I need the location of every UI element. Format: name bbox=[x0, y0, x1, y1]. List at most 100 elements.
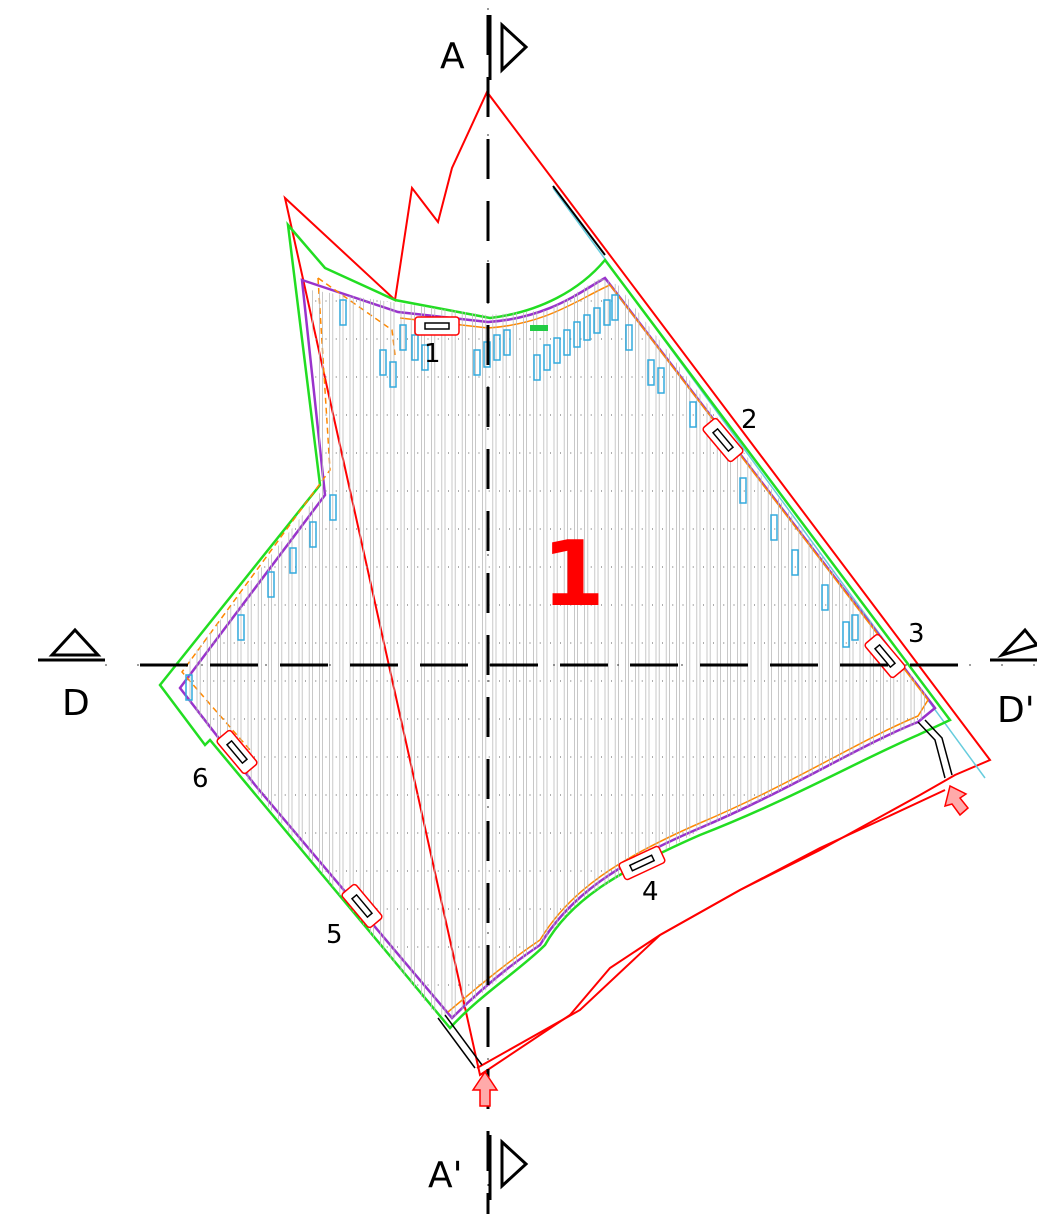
panel-row-marker bbox=[754, 300, 755, 302]
panel-row-marker bbox=[938, 680, 939, 682]
panel-row-marker bbox=[856, 642, 857, 644]
panel-row-marker bbox=[611, 832, 612, 834]
panel-row-marker bbox=[672, 984, 674, 986]
panel-row-marker bbox=[417, 566, 419, 568]
panel-row-marker bbox=[886, 376, 888, 378]
panel-row-marker bbox=[274, 566, 276, 568]
panel-row-marker bbox=[845, 718, 847, 720]
panel-row-marker bbox=[550, 528, 551, 530]
adjacent-line-black bbox=[552, 185, 606, 256]
panel-row-marker bbox=[733, 414, 735, 416]
panel-row-marker bbox=[376, 452, 378, 454]
panel-row-marker bbox=[856, 376, 857, 378]
panel-row-marker bbox=[815, 452, 816, 454]
panel-row-marker bbox=[876, 338, 878, 340]
panel-row-marker bbox=[805, 946, 806, 948]
panel-row-marker bbox=[213, 414, 215, 416]
panel-row-marker bbox=[631, 490, 633, 492]
panel-row bbox=[811, 279, 820, 1020]
panel-row-marker bbox=[397, 338, 398, 340]
panel-row-marker bbox=[529, 452, 531, 454]
panel-row-marker bbox=[794, 984, 796, 986]
panel-row-marker bbox=[529, 908, 531, 910]
panel-row-marker bbox=[723, 908, 725, 910]
panel-row-marker bbox=[601, 946, 602, 948]
panel-row-marker bbox=[478, 984, 480, 986]
panel-row-marker bbox=[733, 528, 735, 530]
panel-row-marker bbox=[825, 300, 827, 302]
panel-row-marker bbox=[295, 642, 296, 644]
panel-row-marker bbox=[896, 490, 898, 492]
panel-row-marker bbox=[560, 528, 561, 530]
panel-row-marker bbox=[682, 984, 684, 986]
panel-row-marker bbox=[590, 642, 592, 644]
panel-row-marker bbox=[366, 984, 368, 986]
panel-row-marker bbox=[244, 680, 245, 682]
panel-row-marker bbox=[509, 832, 510, 834]
panel-row-marker bbox=[560, 452, 561, 454]
panel-row-marker bbox=[621, 680, 623, 682]
panel-row-marker bbox=[601, 756, 602, 758]
panel-row-marker bbox=[519, 870, 521, 872]
panel-row-marker bbox=[927, 1022, 928, 1024]
panel-row-marker bbox=[794, 870, 796, 872]
panel-row-marker bbox=[295, 832, 296, 834]
panel-row-marker bbox=[356, 1022, 357, 1024]
panel-row-marker bbox=[233, 832, 235, 834]
panel-row-marker bbox=[550, 794, 551, 796]
panel-row-marker bbox=[233, 946, 235, 948]
panel-row-marker bbox=[590, 946, 592, 948]
panel-row-marker bbox=[335, 338, 337, 340]
panel-row-marker bbox=[601, 1022, 602, 1024]
panel-row-marker bbox=[254, 870, 255, 872]
panel-row-marker bbox=[733, 984, 735, 986]
panel-row-marker bbox=[733, 756, 735, 758]
panel-row-marker bbox=[448, 604, 449, 606]
panel-row-marker bbox=[448, 300, 449, 302]
panel-row-marker bbox=[499, 566, 500, 568]
panel-row-marker bbox=[458, 452, 459, 454]
panel-row-marker bbox=[886, 794, 888, 796]
panel-row-marker bbox=[641, 908, 643, 910]
panel-row-marker bbox=[488, 490, 490, 492]
panel-row-marker bbox=[417, 832, 419, 834]
panel-row-marker bbox=[825, 338, 827, 340]
panel-row-marker bbox=[560, 984, 561, 986]
panel-row-marker bbox=[417, 984, 419, 986]
panel-row-marker bbox=[284, 604, 286, 606]
panel-row-marker bbox=[590, 832, 592, 834]
panel-row-marker bbox=[315, 1022, 316, 1024]
panel-row-marker bbox=[254, 680, 255, 682]
panel-row-marker bbox=[815, 756, 816, 758]
panel-row-marker bbox=[427, 528, 429, 530]
panel-row-marker bbox=[927, 300, 929, 302]
panel-row-marker bbox=[244, 528, 245, 530]
panel-row-marker bbox=[692, 718, 694, 720]
panel-row-marker bbox=[580, 794, 582, 796]
panel-row-marker bbox=[550, 452, 551, 454]
panel-row-marker bbox=[835, 376, 837, 378]
panel-row-marker bbox=[835, 452, 837, 454]
panel-row-marker bbox=[458, 528, 459, 530]
panel-row-marker bbox=[529, 376, 531, 378]
panel-row-marker bbox=[784, 756, 786, 758]
panel-row-marker bbox=[366, 604, 368, 606]
panel-row-marker bbox=[539, 528, 541, 530]
panel-row bbox=[424, 279, 433, 1020]
panel-row-marker bbox=[652, 908, 653, 910]
panel-row-marker bbox=[652, 642, 653, 644]
panel-row-marker bbox=[336, 1022, 337, 1024]
panel-row-marker bbox=[866, 680, 867, 682]
panel-row-marker bbox=[326, 1022, 327, 1024]
panel-row-marker bbox=[713, 452, 714, 454]
panel-row-marker bbox=[713, 490, 714, 492]
panel-row-marker bbox=[815, 946, 816, 948]
panel-row-marker bbox=[743, 376, 745, 378]
panel-row-marker bbox=[437, 870, 439, 872]
panel-row-marker bbox=[223, 300, 225, 302]
panel-row-marker bbox=[815, 832, 816, 834]
panel-row-marker bbox=[794, 832, 796, 834]
panel-row-marker bbox=[458, 794, 459, 796]
panel-row-marker bbox=[437, 566, 439, 568]
panel-row-marker bbox=[356, 794, 357, 796]
